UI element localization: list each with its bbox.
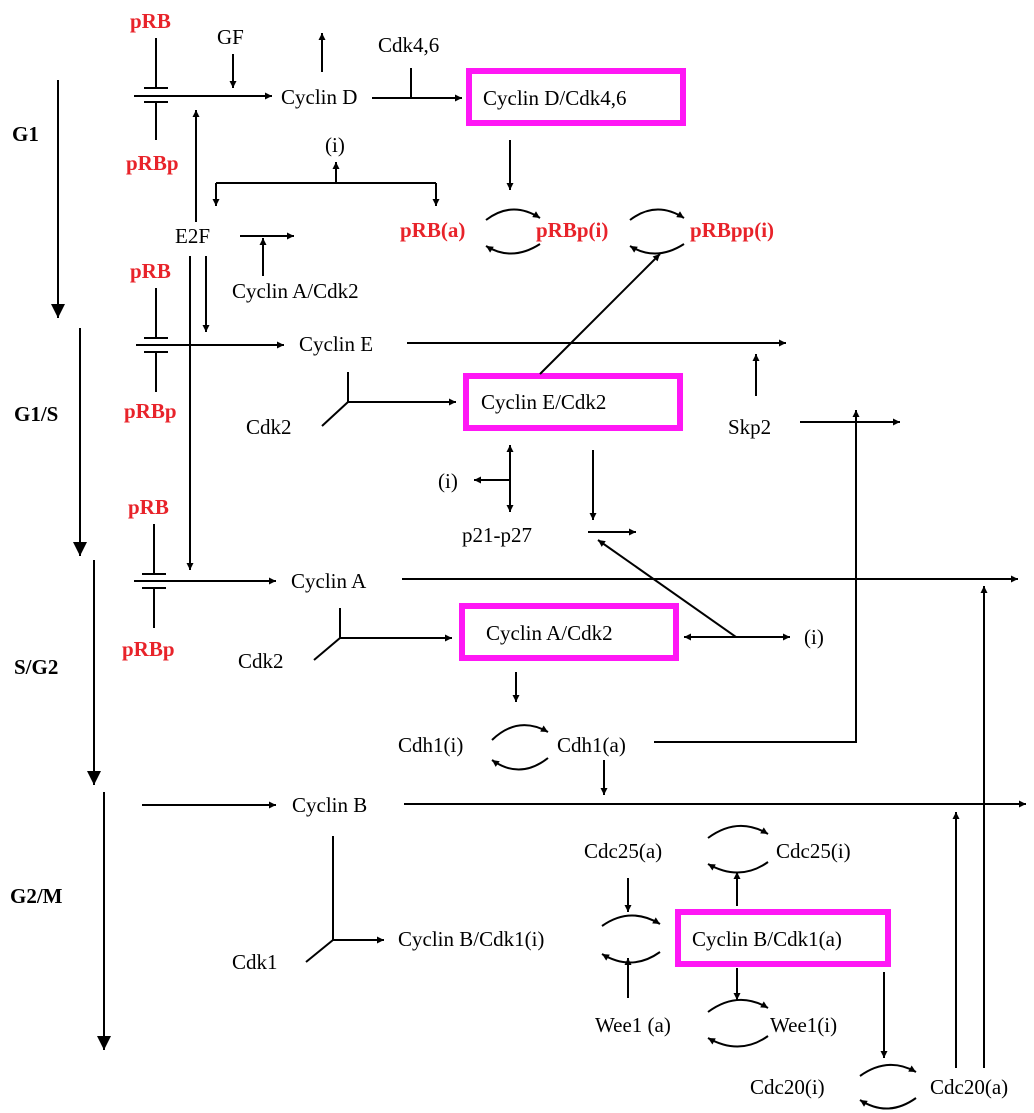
g1-prb-label: pRB: [130, 9, 171, 33]
sg2-prbp-label: pRBp: [122, 637, 175, 661]
wee1-a-label: Wee1 (a): [595, 1013, 671, 1037]
p21-p27-label: p21-p27: [462, 523, 532, 547]
cdh1-cycle-top: [491, 724, 549, 741]
cyclin-d-label: Cyclin D: [281, 85, 357, 109]
cdk2-e-diag: [321, 401, 349, 427]
cyclin-d-cdk46-box: [466, 68, 686, 126]
sg2-inhibit-label: (i): [804, 625, 824, 649]
wee1-cycle-top: [707, 998, 769, 1013]
cdk1-diag: [305, 939, 334, 963]
cdk2-a-diag: [313, 637, 341, 661]
cdk1-label: Cdk1: [232, 950, 278, 974]
wee1-cycle-bottom: [707, 1035, 769, 1048]
prbp-cycle-bottom: [629, 243, 685, 255]
prb-cycle-top: [485, 208, 541, 221]
cyclin-a-cdk2-box: [459, 603, 679, 661]
cyclin-b-cdk1-a-box: [675, 909, 891, 967]
cdc20-a-label: Cdc20(a): [930, 1075, 1008, 1099]
wee1-i-label: Wee1(i): [770, 1013, 837, 1037]
cyclin-e-cdk2-box: [463, 373, 683, 431]
cdc25-cycle-bottom: [707, 861, 769, 874]
prbpp-i-label: pRBpp(i): [690, 218, 774, 242]
cdc25-i-label: Cdc25(i): [776, 839, 851, 863]
cyclin-a-cdk2-label: Cyclin A/Cdk2: [486, 621, 613, 645]
phase-label-g2m: G2/M: [10, 884, 63, 908]
skp2-label: Skp2: [728, 415, 771, 439]
prb-cycle-bottom: [485, 243, 541, 255]
cyclin-b-cdk1-i-label: Cyclin B/Cdk1(i): [398, 927, 544, 951]
prb-a-label: pRB(a): [400, 218, 465, 242]
cdc25-cycle-top: [707, 824, 769, 839]
cdk2-a-label: Cdk2: [238, 649, 284, 673]
cdc20-cycle-top: [859, 1064, 917, 1077]
e2f-label: E2F: [175, 224, 210, 248]
cdc20-i-label: Cdc20(i): [750, 1075, 825, 1099]
complex-e-to-prbpp-arrow: [539, 253, 661, 375]
cyclin-e-label: Cyclin E: [299, 332, 373, 356]
g1s-inhibit-label: (i): [438, 469, 458, 493]
complex-a-to-p21-arrow: [597, 539, 737, 638]
cdh1-i-label: Cdh1(i): [398, 733, 463, 757]
cyclin-b-label: Cyclin B: [292, 793, 367, 817]
cyclin-d-cdk46-label: Cyclin D/Cdk4,6: [483, 86, 627, 110]
cdh1-a-to-skp2-arrow: [654, 410, 860, 743]
cyclin-a-label: Cyclin A: [291, 569, 367, 593]
cyclin-a-cdk2-g1-label: Cyclin A/Cdk2: [232, 279, 359, 303]
cyclin-e-cdk2-label: Cyclin E/Cdk2: [481, 390, 606, 414]
prbp-cycle-top: [629, 208, 685, 221]
cdc25-a-label: Cdc25(a): [584, 839, 662, 863]
phase-label-sg2: S/G2: [14, 655, 58, 679]
cdh1-a-label: Cdh1(a): [557, 733, 626, 757]
cdk46-label: Cdk4,6: [378, 33, 439, 57]
cdc20-cycle-bottom: [859, 1097, 917, 1110]
g1s-prb-label: pRB: [130, 259, 171, 283]
phase-label-g1: G1: [12, 122, 39, 146]
g1-prbp-label: pRBp: [126, 151, 179, 175]
cdk1-activation-bottom: [601, 951, 661, 964]
sg2-prb-label: pRB: [128, 495, 169, 519]
cyclin-b-cdk1-a-label: Cyclin B/Cdk1(a): [692, 927, 842, 951]
gf-label: GF: [217, 25, 244, 49]
g1s-prbp-label: pRBp: [124, 399, 177, 423]
cdh1-cycle-bottom: [491, 757, 549, 771]
prbp-i-label: pRBp(i): [536, 218, 608, 242]
cdk1-activation-top: [601, 914, 661, 927]
cdk2-e-label: Cdk2: [246, 415, 292, 439]
g1-inhibit-label: (i): [325, 133, 345, 157]
phase-label-g1s: G1/S: [14, 402, 58, 426]
